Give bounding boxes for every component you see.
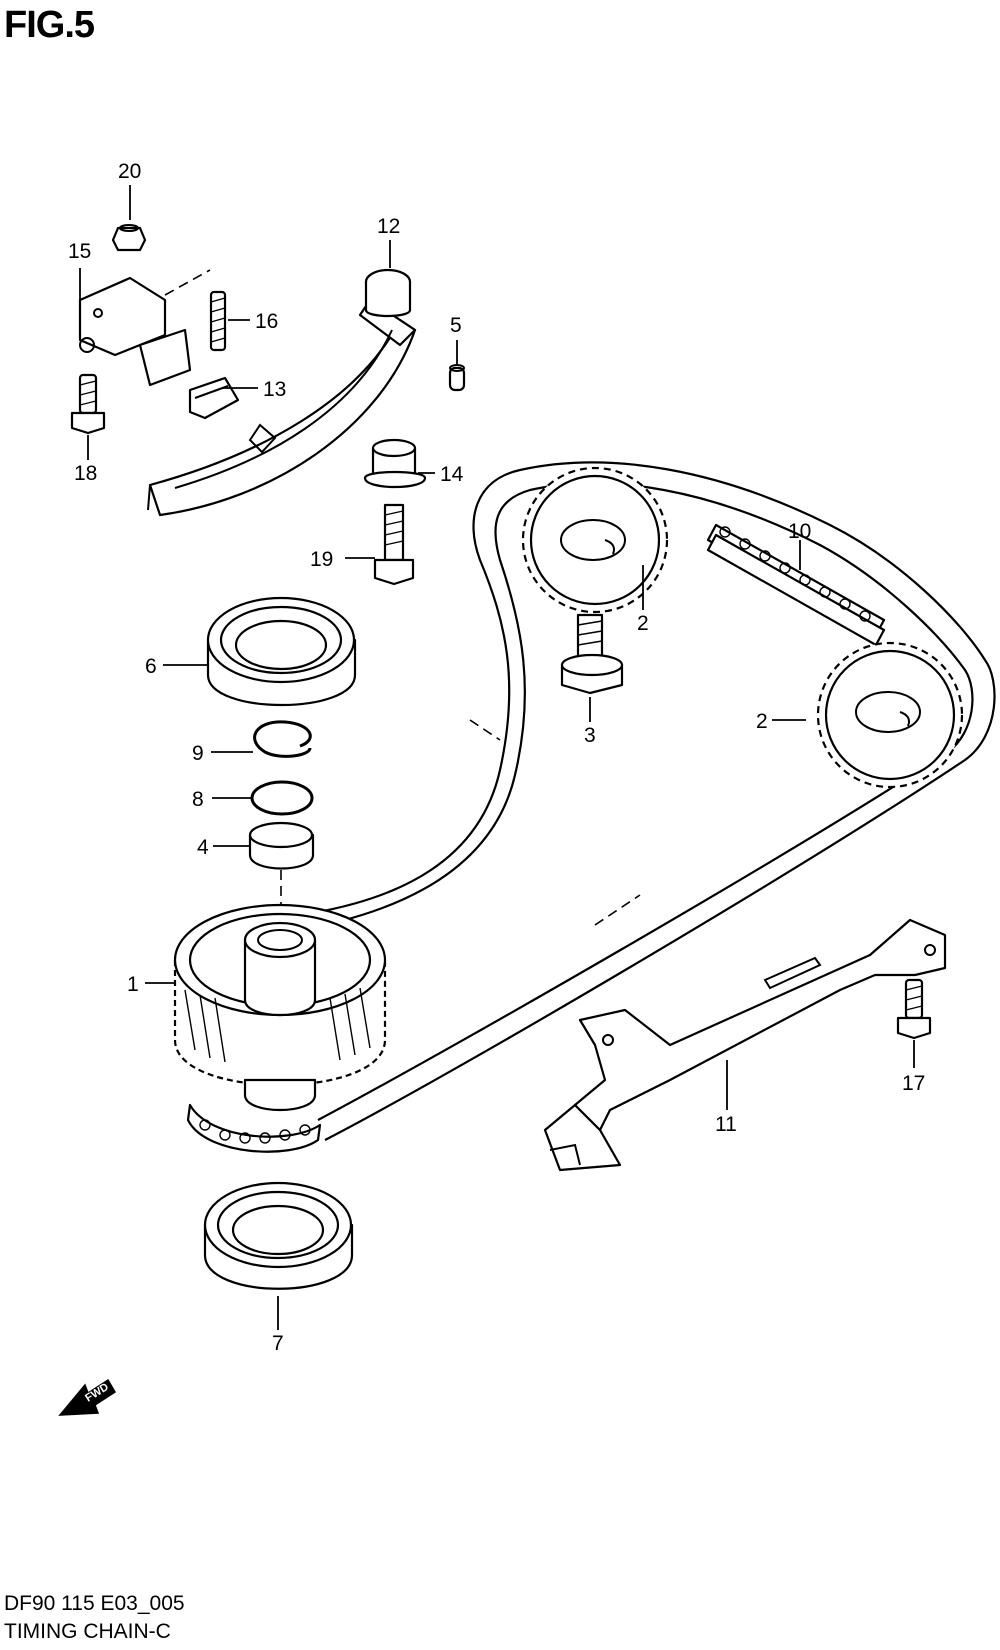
callout-labels: 20 15 16 13 18 12 5 14 19 6 9 8 4 1 10 2… bbox=[68, 160, 925, 1355]
figure-title: FIG.5 bbox=[4, 4, 95, 46]
callout-10: 10 bbox=[788, 520, 811, 543]
pin-5 bbox=[448, 364, 466, 392]
callout-1: 1 bbox=[127, 973, 139, 996]
nut-20 bbox=[111, 224, 147, 252]
callout-14: 14 bbox=[440, 463, 464, 486]
callout-2-upper: 2 bbox=[637, 612, 649, 635]
callout-11: 11 bbox=[715, 1113, 737, 1136]
bearing-7 bbox=[203, 1181, 354, 1290]
tensioner-body-15 bbox=[78, 269, 211, 387]
figure-code: DF90 115 E03_005 bbox=[4, 1592, 185, 1615]
bolt-19 bbox=[373, 503, 415, 586]
callout-18: 18 bbox=[74, 462, 97, 485]
circlip-9 bbox=[253, 720, 312, 758]
tensioner-guide-12 bbox=[147, 268, 417, 517]
cam-sprocket-upper bbox=[521, 466, 669, 614]
tensioner-shoe-13 bbox=[188, 376, 240, 420]
idler-gear-1 bbox=[173, 903, 387, 1111]
callout-15: 15 bbox=[68, 240, 91, 263]
callout-12: 12 bbox=[377, 215, 400, 238]
chain-guide-11 bbox=[543, 918, 947, 1172]
stud-16 bbox=[209, 290, 227, 352]
cam-sprocket-lower bbox=[816, 641, 964, 789]
chain-links-10 bbox=[706, 523, 886, 647]
callout-2-lower: 2 bbox=[756, 710, 768, 733]
callout-3: 3 bbox=[584, 724, 596, 747]
o-ring-8 bbox=[250, 780, 314, 816]
callout-9: 9 bbox=[192, 742, 204, 765]
figure-name: TIMING CHAIN-C bbox=[4, 1620, 171, 1643]
bolt-17 bbox=[896, 978, 932, 1040]
callout-4: 4 bbox=[197, 836, 209, 859]
collar-14 bbox=[363, 438, 427, 489]
sprocket-bolt-3 bbox=[560, 613, 624, 695]
leader-lines bbox=[79, 185, 915, 1330]
callout-16: 16 bbox=[255, 310, 278, 333]
callout-13: 13 bbox=[263, 378, 286, 401]
callout-7: 7 bbox=[272, 1332, 284, 1355]
callout-8: 8 bbox=[192, 788, 204, 811]
chain-idler-wrap bbox=[186, 1103, 322, 1153]
fwd-arrow-icon: FWD bbox=[58, 1378, 117, 1416]
callout-6: 6 bbox=[145, 655, 157, 678]
callout-17: 17 bbox=[902, 1072, 925, 1095]
bolt-18 bbox=[70, 373, 106, 435]
bearing-6 bbox=[206, 596, 357, 707]
callout-20: 20 bbox=[118, 160, 141, 183]
callout-19: 19 bbox=[310, 548, 333, 571]
callout-5: 5 bbox=[450, 314, 462, 337]
bushing-4 bbox=[248, 821, 315, 935]
timing-chain-loop bbox=[299, 461, 996, 1141]
